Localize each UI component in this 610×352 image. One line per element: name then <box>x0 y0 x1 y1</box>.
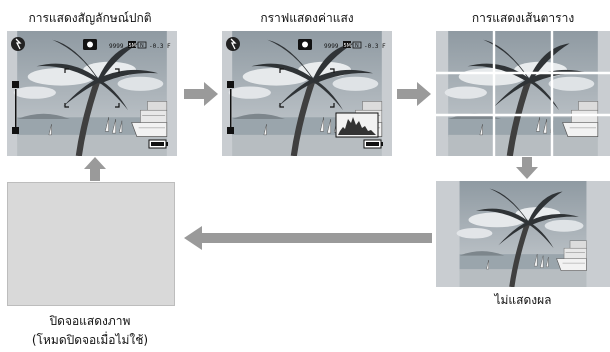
screen-normal-display: 9999 5M N -0.3 F <box>7 31 177 156</box>
camera-mode-icon <box>83 39 97 50</box>
label-display-off-line1: ปิดจอแสดงภาพ <box>49 314 131 328</box>
label-histogram: กราฟแสดงค่าแสง <box>260 11 354 25</box>
flash-off-icon <box>226 37 240 51</box>
screen-display-off <box>7 182 175 306</box>
zoom-bar <box>12 81 19 134</box>
exposure-compensation: -0.3 F <box>149 43 171 50</box>
shots-remaining: 9999 <box>324 43 339 50</box>
grid-lines <box>436 31 610 156</box>
screen-histogram: 9999 5M N -0.3 F <box>222 31 392 156</box>
focus-frame <box>64 68 120 108</box>
label-grid-display: การแสดงเส้นตาราง <box>471 11 575 25</box>
arrow-up-icon <box>84 157 106 181</box>
image-quality: N <box>140 43 144 49</box>
arrow-left-long-icon <box>184 226 432 250</box>
zoom-bar <box>227 81 234 134</box>
camera-mode-icon <box>298 39 312 50</box>
image-size: 5M <box>344 43 352 49</box>
label-no-display: ไม่แสดงผล <box>494 293 552 307</box>
screen-no-display <box>436 181 610 287</box>
screen-grid-display <box>436 31 610 156</box>
shots-remaining: 9999 <box>109 43 124 50</box>
flash-off-icon <box>11 37 25 51</box>
arrow-down-icon <box>516 157 538 179</box>
battery-icon <box>363 139 383 149</box>
arrow-right-2-icon <box>397 82 431 106</box>
battery-icon <box>148 139 168 149</box>
label-normal-display: การแสดงสัญลักษณ์ปกติ <box>28 11 152 25</box>
exposure-compensation: -0.3 F <box>364 43 386 50</box>
image-quality: N <box>355 43 359 49</box>
arrow-right-1-icon <box>184 82 218 106</box>
image-size: 5M <box>129 43 137 49</box>
label-display-off-line2: (โหมดปิดจอเมื่อไม่ใช้) <box>31 333 149 347</box>
histogram-graph <box>335 112 379 138</box>
